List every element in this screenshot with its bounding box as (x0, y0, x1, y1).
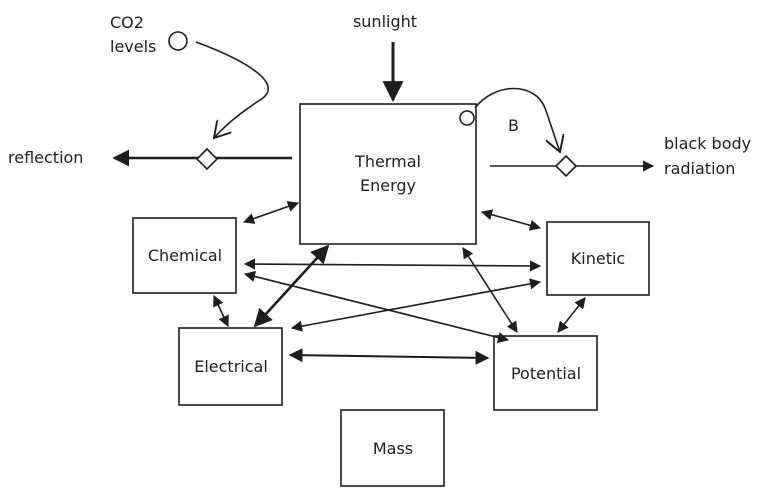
co2-link (195, 41, 269, 138)
b-label: B (508, 116, 519, 135)
electrical-potential-link (288, 348, 490, 365)
thermal-link (474, 87, 560, 153)
kinetic-box (546, 221, 650, 296)
electrical-label: Electrical (194, 357, 268, 376)
electrical-box (178, 327, 283, 406)
potential-label: Potential (511, 364, 581, 383)
blackbody-label-line1: black body (664, 134, 751, 153)
chemical-potential-link (243, 271, 510, 343)
reflection-valve (195, 147, 219, 171)
thermal-chemical-link (242, 201, 300, 224)
thermal-label-line2: Energy (360, 176, 416, 195)
chemical-label: Chemical (148, 246, 222, 265)
mass-box (340, 409, 445, 487)
chemical-kinetic-link (243, 258, 542, 272)
chemical-box (132, 217, 237, 294)
thermal-energy-box (299, 103, 477, 245)
kinetic-potential-link (557, 297, 586, 333)
co2-label-line2: levels (110, 37, 156, 56)
thermal-kinetic-link (480, 209, 542, 231)
thermal-label-line1: Thermal (354, 152, 421, 171)
thermal-converter (459, 110, 475, 126)
mass-label: Mass (373, 439, 413, 458)
blackbody-valve (554, 154, 578, 178)
sunlight-label: sunlight (353, 12, 417, 31)
thermal-potential-link (462, 247, 518, 333)
potential-box (493, 335, 598, 411)
kinetic-label: Kinetic (571, 249, 625, 268)
blackbody-label-line2: radiation (664, 159, 735, 178)
kinetic-electrical-link (290, 278, 542, 332)
co2-converter (168, 31, 188, 51)
co2-label-line1: CO2 (110, 13, 144, 32)
reflection-label: reflection (8, 148, 83, 167)
chemical-electrical-link (213, 294, 229, 328)
